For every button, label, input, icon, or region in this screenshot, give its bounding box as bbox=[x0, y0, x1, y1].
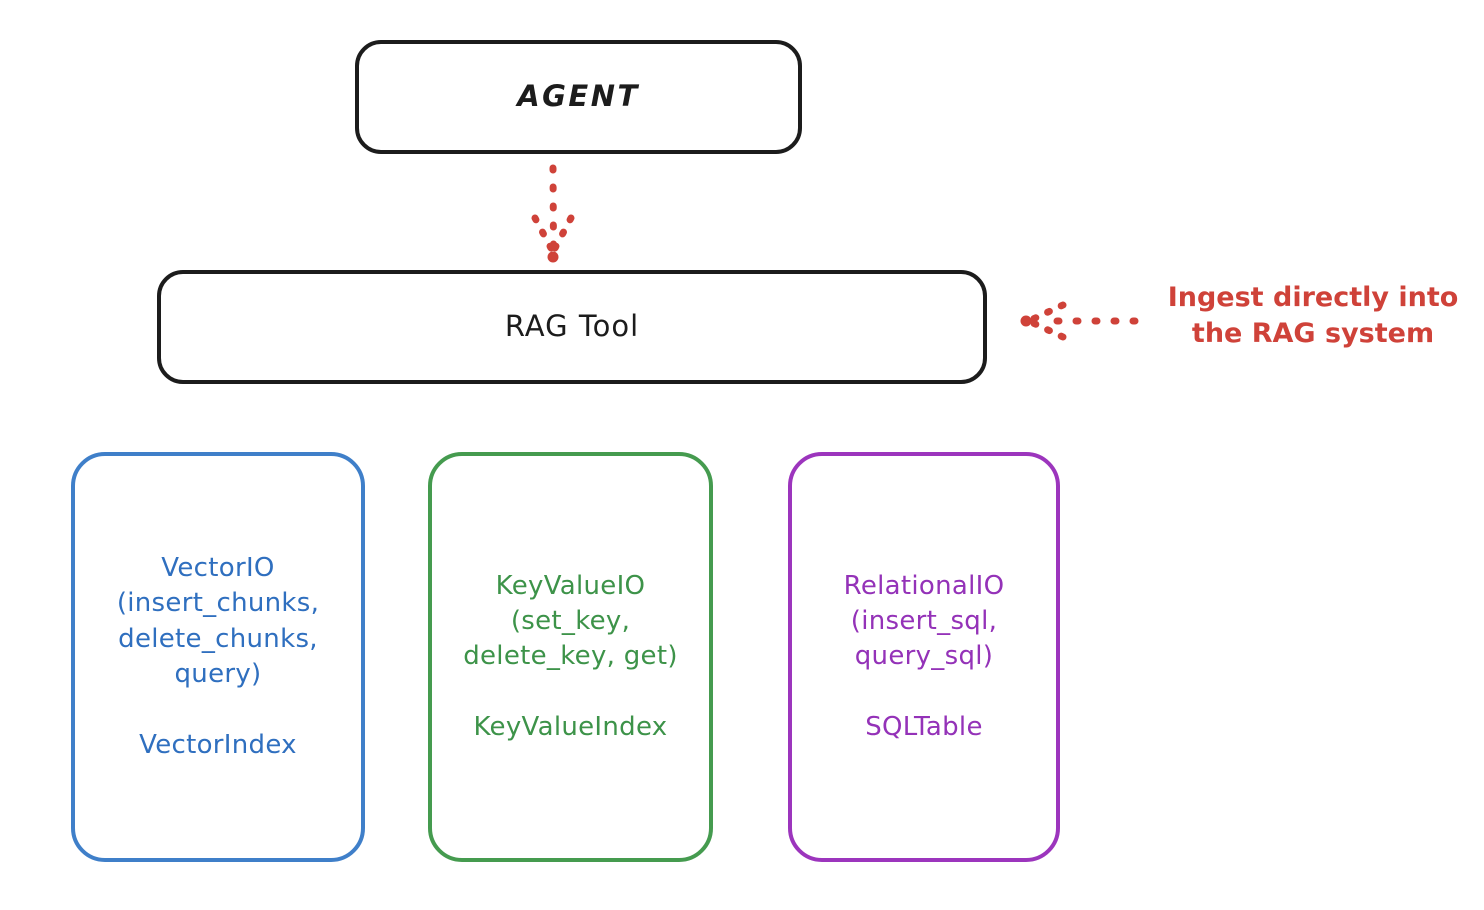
node-agent-label: AGENT bbox=[517, 79, 640, 114]
node-relational-io-label: RelationalIO (insert_sql, query_sql) SQL… bbox=[843, 570, 1005, 743]
ingest-to-ragtool-arrow bbox=[1020, 301, 1139, 341]
node-relational-io[interactable]: RelationalIO (insert_sql, query_sql) SQL… bbox=[788, 452, 1060, 862]
node-agent[interactable]: AGENT bbox=[355, 40, 802, 154]
agent-to-ragtool-arrow bbox=[531, 164, 575, 263]
ingest-annotation-text: Ingest directly into the RAG system bbox=[1167, 282, 1459, 350]
node-key-value-io-label: KeyValueIO (set_key, delete_key, get) Ke… bbox=[463, 570, 678, 743]
node-rag-tool[interactable]: RAG Tool bbox=[157, 270, 987, 384]
node-key-value-io[interactable]: KeyValueIO (set_key, delete_key, get) Ke… bbox=[428, 452, 713, 862]
node-rag-tool-label: RAG Tool bbox=[504, 309, 640, 344]
node-vector-io[interactable]: VectorIO (insert_chunks, delete_chunks, … bbox=[71, 452, 365, 862]
node-vector-io-label: VectorIO (insert_chunks, delete_chunks, … bbox=[116, 552, 320, 760]
